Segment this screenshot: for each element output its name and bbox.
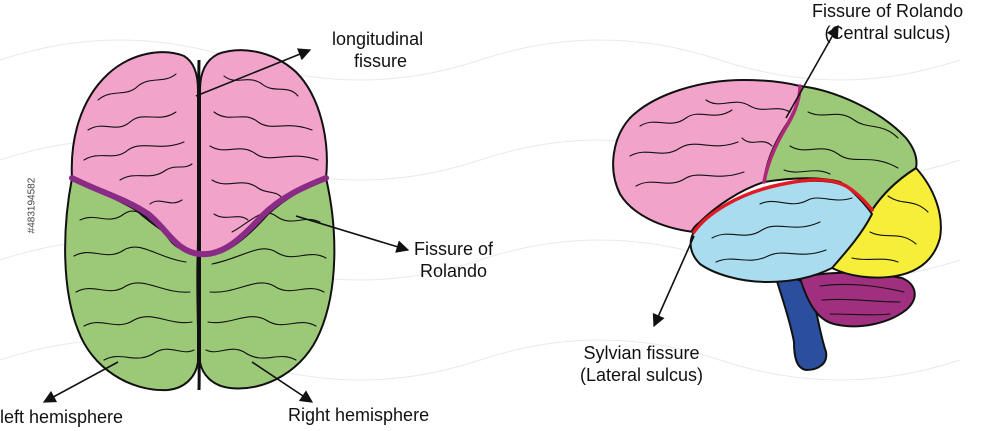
arrow-icon	[195, 48, 312, 97]
stock-id: #483194582	[26, 177, 38, 234]
central-line1: Fissure of Rolando	[812, 1, 964, 21]
arrow-icon	[42, 361, 119, 403]
rolando-top-label: Fissure of Rolando	[414, 238, 493, 282]
rolando-fissure-top-line	[69, 175, 329, 258]
longitudinal-line1: longitudinal	[332, 29, 424, 49]
gyri-texture-side	[629, 99, 929, 316]
longitudinal-line2: fissure	[354, 51, 408, 71]
rolando-line1: Fissure of	[414, 239, 494, 259]
sylvian-line1: Sylvian fissure	[583, 343, 700, 363]
left-hemisphere-text: left hemisphere	[0, 407, 124, 427]
left-hemisphere-label: left hemisphere	[0, 406, 123, 428]
sylvian-fissure-label: Sylvian fissure (Lateral sulcus)	[580, 342, 703, 386]
top-view-brain	[42, 48, 410, 403]
central-line2: (Central sulcus)	[824, 23, 951, 43]
arrow-icon	[785, 24, 839, 119]
rolando-line2: Rolando	[419, 261, 488, 281]
central-sulcus-label: Fissure of Rolando (Central sulcus)	[812, 0, 963, 44]
longitudinal-fissure-label: longitudinal fissure	[332, 28, 423, 72]
arrow-icon	[251, 361, 314, 403]
side-view-brain	[612, 24, 942, 371]
right-hemisphere-text: Right hemisphere	[288, 405, 430, 425]
right-hemisphere-label: Right hemisphere	[288, 404, 429, 426]
longitudinal-fissure-line	[196, 59, 201, 391]
arrow-icon	[295, 215, 410, 253]
arrow-icon	[652, 235, 695, 328]
lateral-sulcus-line	[692, 178, 874, 234]
gyri-texture	[73, 73, 327, 361]
sylvian-line2: (Lateral sulcus)	[580, 365, 704, 385]
